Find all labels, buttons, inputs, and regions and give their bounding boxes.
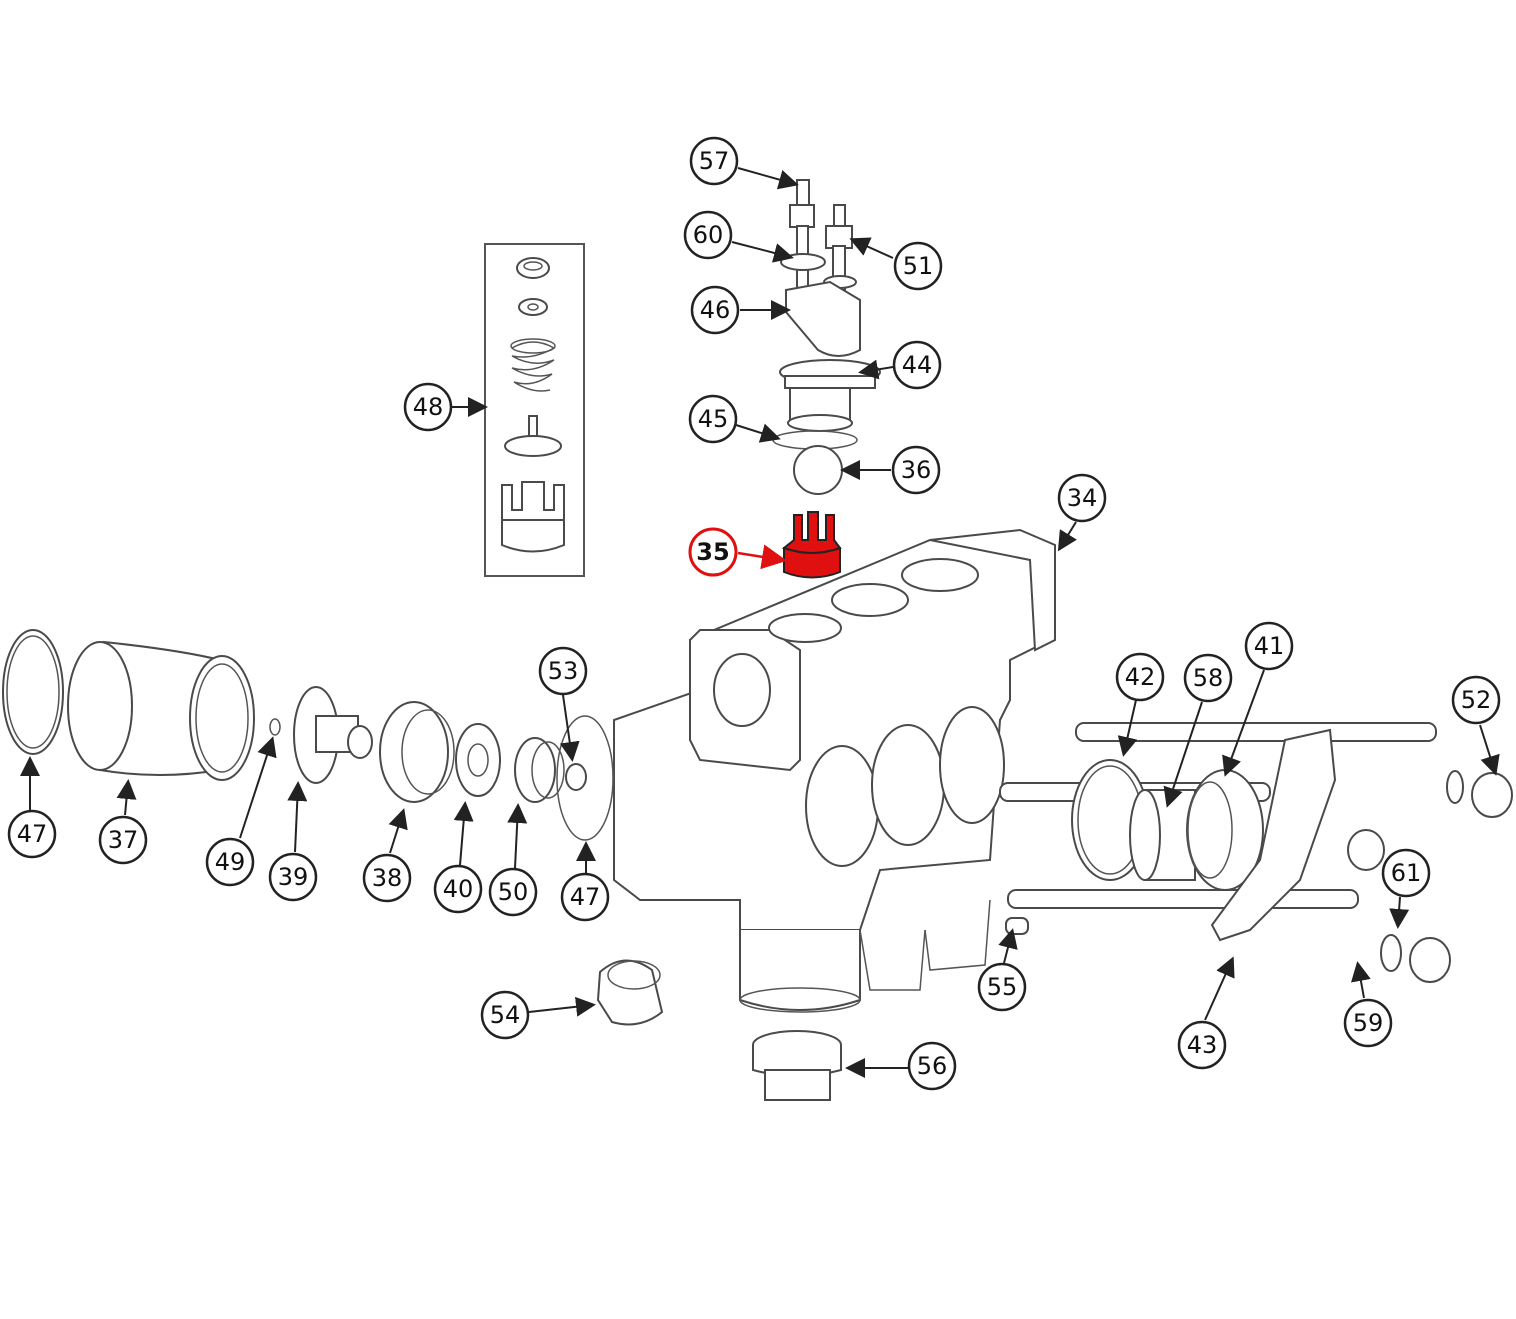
- callout-44[interactable]: 44: [892, 340, 942, 390]
- callout-49-label: 49: [215, 848, 246, 876]
- callout-51[interactable]: 51: [893, 241, 943, 291]
- callout-37-label: 37: [108, 826, 139, 854]
- callout-46-label: 46: [700, 296, 731, 324]
- valve-seat-inset: [501, 481, 565, 553]
- callout-43-label: 43: [1187, 1031, 1218, 1059]
- valve-kit-inset: [484, 243, 585, 577]
- callout-38[interactable]: 38: [362, 853, 412, 903]
- callout-39[interactable]: 39: [268, 852, 318, 902]
- callout-56-label: 56: [917, 1052, 948, 1080]
- callout-51-label: 51: [903, 252, 934, 280]
- callout-37[interactable]: 37: [98, 815, 148, 865]
- callout-47-right[interactable]: 47: [560, 872, 610, 922]
- callout-59-label: 59: [1353, 1009, 1384, 1037]
- callout-36[interactable]: 36: [891, 445, 941, 495]
- callout-34-label: 34: [1067, 484, 1098, 512]
- callout-47-right-label: 47: [570, 883, 601, 911]
- callout-47-left[interactable]: 47: [7, 809, 57, 859]
- callout-59[interactable]: 59: [1343, 998, 1393, 1048]
- callout-54-label: 54: [490, 1001, 521, 1029]
- callout-48-label: 48: [413, 393, 444, 421]
- callout-54[interactable]: 54: [480, 990, 530, 1040]
- callout-50-label: 50: [498, 878, 529, 906]
- right-side-parts: [999, 722, 1513, 983]
- bottom-parts: [596, 959, 842, 1101]
- callout-42-label: 42: [1125, 663, 1156, 691]
- callout-50[interactable]: 50: [488, 867, 538, 917]
- callout-60[interactable]: 60: [683, 210, 733, 260]
- valve-poppet: [504, 415, 562, 457]
- callout-45-label: 45: [698, 405, 729, 433]
- callout-34[interactable]: 34: [1057, 473, 1107, 523]
- leader-lines: [20, 167, 1500, 1078]
- left-side-parts: [2, 629, 587, 803]
- callout-35-label: 35: [696, 538, 729, 566]
- callout-46[interactable]: 46: [690, 285, 740, 335]
- callout-41[interactable]: 41: [1244, 621, 1294, 671]
- callout-48[interactable]: 48: [403, 382, 453, 432]
- callout-42[interactable]: 42: [1115, 652, 1165, 702]
- callout-41-label: 41: [1254, 632, 1285, 660]
- callout-53-label: 53: [548, 657, 579, 685]
- callout-43[interactable]: 43: [1177, 1020, 1227, 1070]
- callout-52-label: 52: [1461, 686, 1492, 714]
- callout-47-left-label: 47: [17, 820, 48, 848]
- valve-cover-stack: [772, 179, 881, 495]
- callout-57-label: 57: [699, 147, 730, 175]
- callout-56[interactable]: 56: [907, 1041, 957, 1091]
- callout-40[interactable]: 40: [433, 864, 483, 914]
- callout-44-label: 44: [902, 351, 933, 379]
- callout-58[interactable]: 58: [1183, 653, 1233, 703]
- callout-40-label: 40: [443, 875, 474, 903]
- callout-61[interactable]: 61: [1381, 848, 1431, 898]
- valve-spring: [510, 338, 556, 392]
- highlighted-valve-seat-35[interactable]: [781, 511, 842, 579]
- manifold-block: [556, 528, 1056, 1013]
- callout-45[interactable]: 45: [688, 394, 738, 444]
- callout-36-label: 36: [901, 456, 932, 484]
- callout-39-label: 39: [278, 863, 309, 891]
- callout-57[interactable]: 57: [689, 136, 739, 186]
- callout-53[interactable]: 53: [538, 646, 588, 696]
- callouts: 57 60 51 46 44 45 36 48 34 35 53 42 58 4…: [7, 136, 1501, 1091]
- callout-58-label: 58: [1193, 664, 1224, 692]
- callout-55[interactable]: 55: [977, 962, 1027, 1012]
- callout-61-label: 61: [1391, 859, 1422, 887]
- callout-60-label: 60: [693, 221, 724, 249]
- callout-38-label: 38: [372, 864, 403, 892]
- callout-35[interactable]: 35: [688, 527, 738, 577]
- callout-49[interactable]: 49: [205, 837, 255, 887]
- callout-52[interactable]: 52: [1451, 675, 1501, 725]
- callout-55-label: 55: [987, 973, 1018, 1001]
